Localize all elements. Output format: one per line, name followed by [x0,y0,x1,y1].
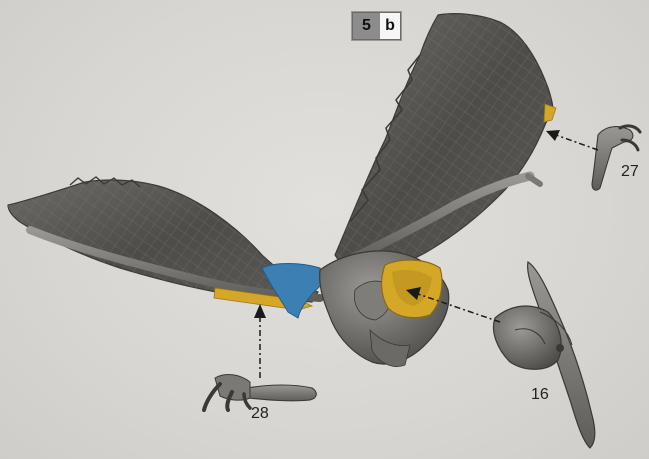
part-label-28: 28 [251,405,269,423]
step-sub-letter: b [380,13,400,39]
assembly-arrow-28 [254,304,266,378]
step-number: 5 [353,13,380,39]
head-part [493,262,594,448]
part-label-16: 16 [531,386,549,404]
pterosaur-body [320,251,449,367]
right-wing [335,14,556,272]
left-wing [8,177,320,310]
assembly-arrow-27 [546,130,598,150]
step-badge: 5 b [352,12,401,40]
part-label-27: 27 [621,163,639,181]
